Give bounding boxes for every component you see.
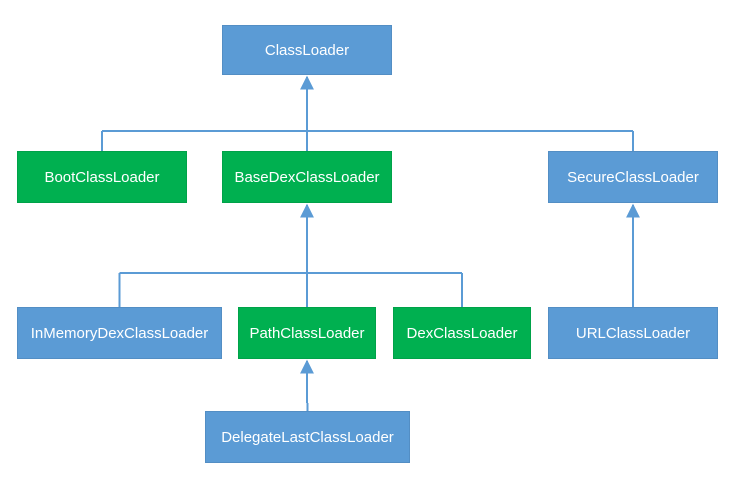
- node-inmemorydexclassloader: InMemoryDexClassLoader: [17, 307, 222, 359]
- node-secureclassloader: SecureClassLoader: [548, 151, 718, 203]
- node-basedexclassloader: BaseDexClassLoader: [222, 151, 392, 203]
- node-classloader: ClassLoader: [222, 25, 392, 75]
- node-urlclassloader: URLClassLoader: [548, 307, 718, 359]
- node-pathclassloader: PathClassLoader: [238, 307, 376, 359]
- node-delegatelastclassloader: DelegateLastClassLoader: [205, 411, 410, 463]
- node-bootclassloader: BootClassLoader: [17, 151, 187, 203]
- node-dexclassloader: DexClassLoader: [393, 307, 531, 359]
